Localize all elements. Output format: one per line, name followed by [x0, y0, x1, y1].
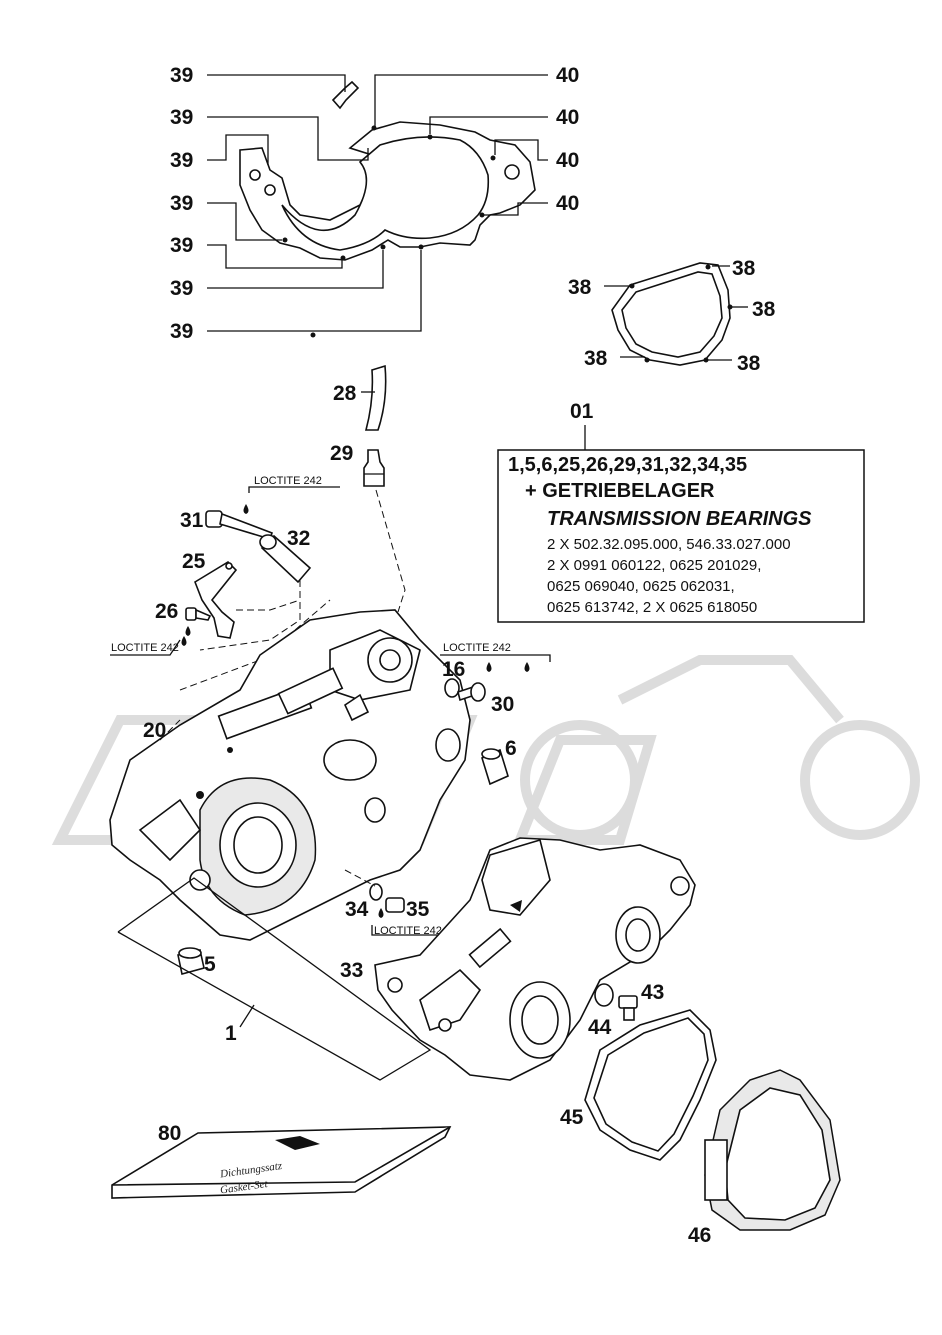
callout-38: 38 [584, 347, 608, 370]
small-pin [310, 332, 316, 338]
callout-39: 39 [170, 234, 193, 257]
loctite-label: LOCTITE 242 [254, 475, 322, 487]
callout-1: 1 [225, 1022, 237, 1045]
callout-38: 38 [752, 298, 776, 321]
kit-line: 2 X 502.32.095.000, 546.33.027.000 [547, 536, 791, 553]
callout-40: 40 [556, 106, 579, 129]
callout-39: 39 [170, 192, 193, 215]
drop-icon [486, 662, 492, 672]
screw [185, 607, 212, 621]
callout-25: 25 [182, 550, 206, 573]
washer [444, 678, 460, 698]
crankcase-left-half [109, 609, 471, 941]
callout-40: 40 [556, 64, 579, 87]
callout-33: 33 [340, 959, 363, 982]
callout-38: 38 [737, 352, 761, 375]
leaders-38 [604, 265, 748, 361]
drop-icon [524, 662, 530, 672]
breather-hose [364, 364, 387, 431]
callout-5: 5 [204, 953, 216, 976]
breather-nipple [363, 449, 385, 487]
kit-parts-list: 1,5,6,25,26,29,31,32,34,35 [508, 454, 747, 476]
callout-43: 43 [641, 981, 664, 1004]
callout-34: 34 [345, 898, 369, 921]
callout-38: 38 [732, 257, 756, 280]
callout-31: 31 [180, 509, 204, 532]
bearing [177, 947, 205, 975]
callout-6: 6 [505, 737, 517, 760]
kit-title-en: TRANSMISSION BEARINGS [547, 508, 812, 530]
callout-40: 40 [556, 149, 579, 172]
loctite-label: LOCTITE 242 [374, 925, 442, 937]
callout-40: 40 [556, 192, 579, 215]
callout-39: 39 [170, 106, 193, 129]
callout-39: 39 [170, 149, 193, 172]
leaders-40 [374, 74, 548, 216]
callout-44: 44 [588, 1016, 612, 1039]
plug-screw [618, 995, 638, 1021]
callout-35: 35 [406, 898, 430, 921]
kit-title-de: + GETRIEBELAGER [525, 480, 715, 502]
callout-28: 28 [333, 382, 357, 405]
drop-icon [181, 636, 187, 646]
bolt [205, 510, 274, 540]
callout-39: 39 [170, 320, 193, 343]
drain-plug [457, 682, 486, 702]
kit-line: 0625 613742, 2 X 0625 618050 [547, 599, 757, 616]
spacer-sleeve [259, 534, 312, 584]
drop-icon [243, 504, 249, 514]
washer [369, 883, 383, 901]
drop-icon [185, 626, 191, 636]
callout-80: 80 [158, 1122, 181, 1145]
callout-16: 16 [442, 658, 465, 681]
kit-line: 2 X 0991 060122, 0625 201029, [547, 557, 761, 574]
ignition-cover [704, 1069, 841, 1231]
callout-46: 46 [688, 1224, 711, 1247]
drop-icon [378, 908, 384, 918]
crankcase-right-half [374, 837, 696, 1081]
crankcase-gasket [239, 121, 536, 261]
callout-39: 39 [170, 64, 193, 87]
callout-38: 38 [568, 276, 592, 299]
callout-39: 39 [170, 277, 193, 300]
loctite-label: LOCTITE 242 [111, 642, 179, 654]
gasket-set-package: Dichtungssatz Gasket-Set [111, 1126, 452, 1199]
callout-32: 32 [287, 527, 310, 550]
kit-line: 0625 069040, 0625 062031, [547, 578, 735, 595]
callout-01: 01 [570, 400, 594, 423]
screw [385, 897, 405, 913]
ignition-cover-gasket [584, 1009, 717, 1161]
loctite-label: LOCTITE 242 [443, 642, 511, 654]
kit-info-box [497, 449, 865, 623]
sealing-ring [594, 983, 614, 1007]
callout-20: 20 [143, 719, 166, 742]
callout-26: 26 [155, 600, 178, 623]
callout-29: 29 [330, 442, 353, 465]
bracket [194, 560, 238, 639]
ignition-cover-gasket [611, 262, 733, 366]
leaders-39 [207, 74, 422, 332]
callout-45: 45 [560, 1106, 584, 1129]
callout-30: 30 [491, 693, 514, 716]
bearing [481, 748, 509, 786]
